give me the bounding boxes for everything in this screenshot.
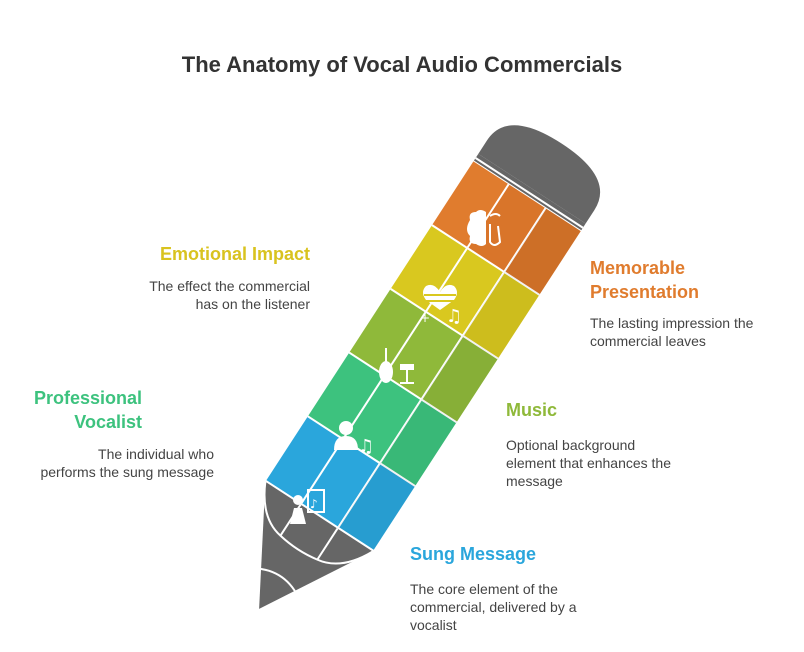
page-title: The Anatomy of Vocal Audio Commercials: [181, 52, 623, 77]
person-document-icon: ♪: [290, 489, 325, 524]
memorable-presentation-desc: The lasting impression the commercial le…: [590, 315, 754, 349]
pencil-eraser: [478, 125, 601, 224]
svg-text:♫: ♫: [446, 306, 462, 327]
emotional-impact-heading: Emotional Impact: [159, 244, 310, 264]
sung-message-heading: Sung Message: [410, 544, 537, 564]
professional-vocalist-heading: Professional Vocalist: [33, 388, 142, 432]
svg-text:♫: ♫: [358, 436, 374, 457]
heart-music-icon: + ♫: [420, 284, 462, 327]
memorable-presentation-heading: Memorable Presentation: [590, 258, 700, 302]
segment-memorable: [430, 159, 583, 297]
emotional-impact-desc: The effect the commercial has on the lis…: [149, 278, 310, 312]
violin-stand-icon: [379, 348, 414, 384]
pencil-tip: [249, 481, 374, 609]
svg-text:♪: ♪: [310, 497, 318, 511]
brain-saxophone-icon: [467, 210, 502, 246]
segment-music: [349, 288, 499, 423]
sung-message-desc: The core element of the commercial, deli…: [410, 581, 577, 633]
music-desc: Optional background element that enhance…: [506, 437, 672, 489]
svg-text:+: +: [420, 311, 430, 325]
professional-vocalist-desc: The individual who performs the sung mes…: [40, 446, 214, 480]
segment-vocalist: [307, 351, 458, 487]
music-heading: Music: [506, 400, 558, 420]
singer-music-icon: ♫: [334, 421, 374, 457]
